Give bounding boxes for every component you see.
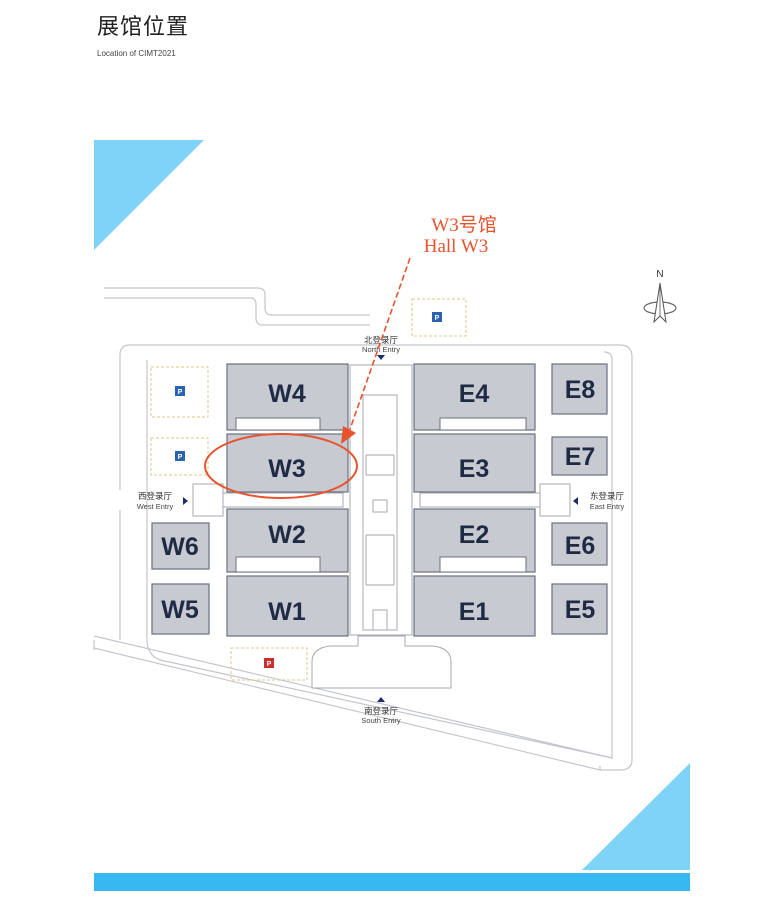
south-entry-label-en: South Entry — [361, 716, 400, 725]
hall-label-e1: E1 — [459, 598, 490, 626]
south-entry[interactable]: 南登录厅 South Entry — [361, 697, 401, 725]
east-entry[interactable]: 东登录厅 East Entry — [573, 491, 625, 511]
hall-label-w2: W2 — [268, 521, 306, 549]
compass-north-label: N — [656, 269, 663, 280]
page-title: 展馆位置 — [97, 15, 190, 40]
arrow-up-icon — [377, 697, 385, 702]
arrow-right-icon — [183, 497, 188, 505]
hall-e7[interactable]: E7 — [551, 436, 608, 476]
highlight-ellipse-w3 — [204, 433, 358, 499]
hall-label-e2: E2 — [459, 521, 490, 549]
hall-e1[interactable]: E1 — [413, 575, 536, 637]
hall-w6[interactable]: W6 — [151, 522, 210, 570]
parking-area-west-1: P — [150, 366, 209, 418]
hall-label-w4: W4 — [268, 380, 306, 408]
parking-area-north: P — [411, 298, 467, 337]
north-entry-label-en: North Entry — [362, 345, 400, 354]
arrow-left-icon — [573, 497, 578, 505]
parking-icon: P — [435, 315, 440, 322]
corner-triangle-bottom-right — [582, 763, 690, 870]
hall-e8[interactable]: E8 — [551, 363, 608, 415]
hall-e5[interactable]: E5 — [551, 583, 608, 635]
east-entry-label-en: East Entry — [590, 502, 625, 511]
callout-arrowhead-icon — [341, 426, 356, 444]
hall-w5[interactable]: W5 — [151, 583, 210, 635]
parking-icon: P — [178, 389, 183, 396]
hall-w2[interactable]: W2 — [226, 508, 349, 573]
west-entry-label-cn: 西登录厅 — [138, 491, 173, 502]
hall-label-e5: E5 — [565, 596, 596, 624]
hall-label-e4: E4 — [459, 380, 490, 408]
bottom-accent-bar — [94, 873, 690, 891]
hall-label-w5: W5 — [161, 596, 199, 624]
hall-label-e6: E6 — [565, 532, 596, 560]
hall-label-e7: E7 — [565, 443, 596, 471]
hall-w1[interactable]: W1 — [226, 575, 349, 637]
north-entry[interactable]: 北登录厅 North Entry — [362, 335, 400, 360]
north-entry-label-cn: 北登录厅 — [364, 335, 399, 346]
roads — [93, 287, 633, 771]
parking-icon: P — [267, 661, 272, 668]
south-entry-label-cn: 南登录厅 — [364, 706, 399, 717]
hall-label-w3: W3 — [268, 455, 306, 483]
central-corridor — [192, 364, 571, 636]
parking-area-south: P — [230, 647, 308, 681]
hall-label-e3: E3 — [459, 455, 490, 483]
callout-title: W3号馆 — [431, 214, 496, 236]
parking-icon: P — [178, 454, 183, 461]
hall-w4[interactable]: W4 — [226, 363, 349, 431]
west-entry-label-en: West Entry — [137, 502, 174, 511]
west-entry[interactable]: 西登录厅 West Entry — [137, 491, 188, 511]
compass-icon: N — [643, 269, 677, 324]
hall-label-w1: W1 — [268, 598, 306, 626]
hall-e2[interactable]: E2 — [413, 508, 536, 573]
east-entry-label-cn: 东登录厅 — [590, 491, 625, 502]
callout-subtitle: Hall W3 — [424, 236, 489, 257]
parking-area-west-2: P — [150, 437, 209, 476]
hall-label-w6: W6 — [161, 533, 199, 561]
hall-e3[interactable]: E3 — [413, 433, 536, 493]
hall-e6[interactable]: E6 — [551, 522, 608, 566]
arrow-down-icon — [377, 355, 385, 360]
corner-triangle-top-left — [94, 140, 204, 250]
hall-label-e8: E8 — [565, 376, 596, 404]
page-subtitle: Location of CIMT2021 — [97, 49, 176, 58]
hall-w3[interactable]: W3 — [226, 433, 349, 493]
south-entry-building — [311, 635, 452, 689]
hall-e4[interactable]: E4 — [413, 363, 536, 431]
